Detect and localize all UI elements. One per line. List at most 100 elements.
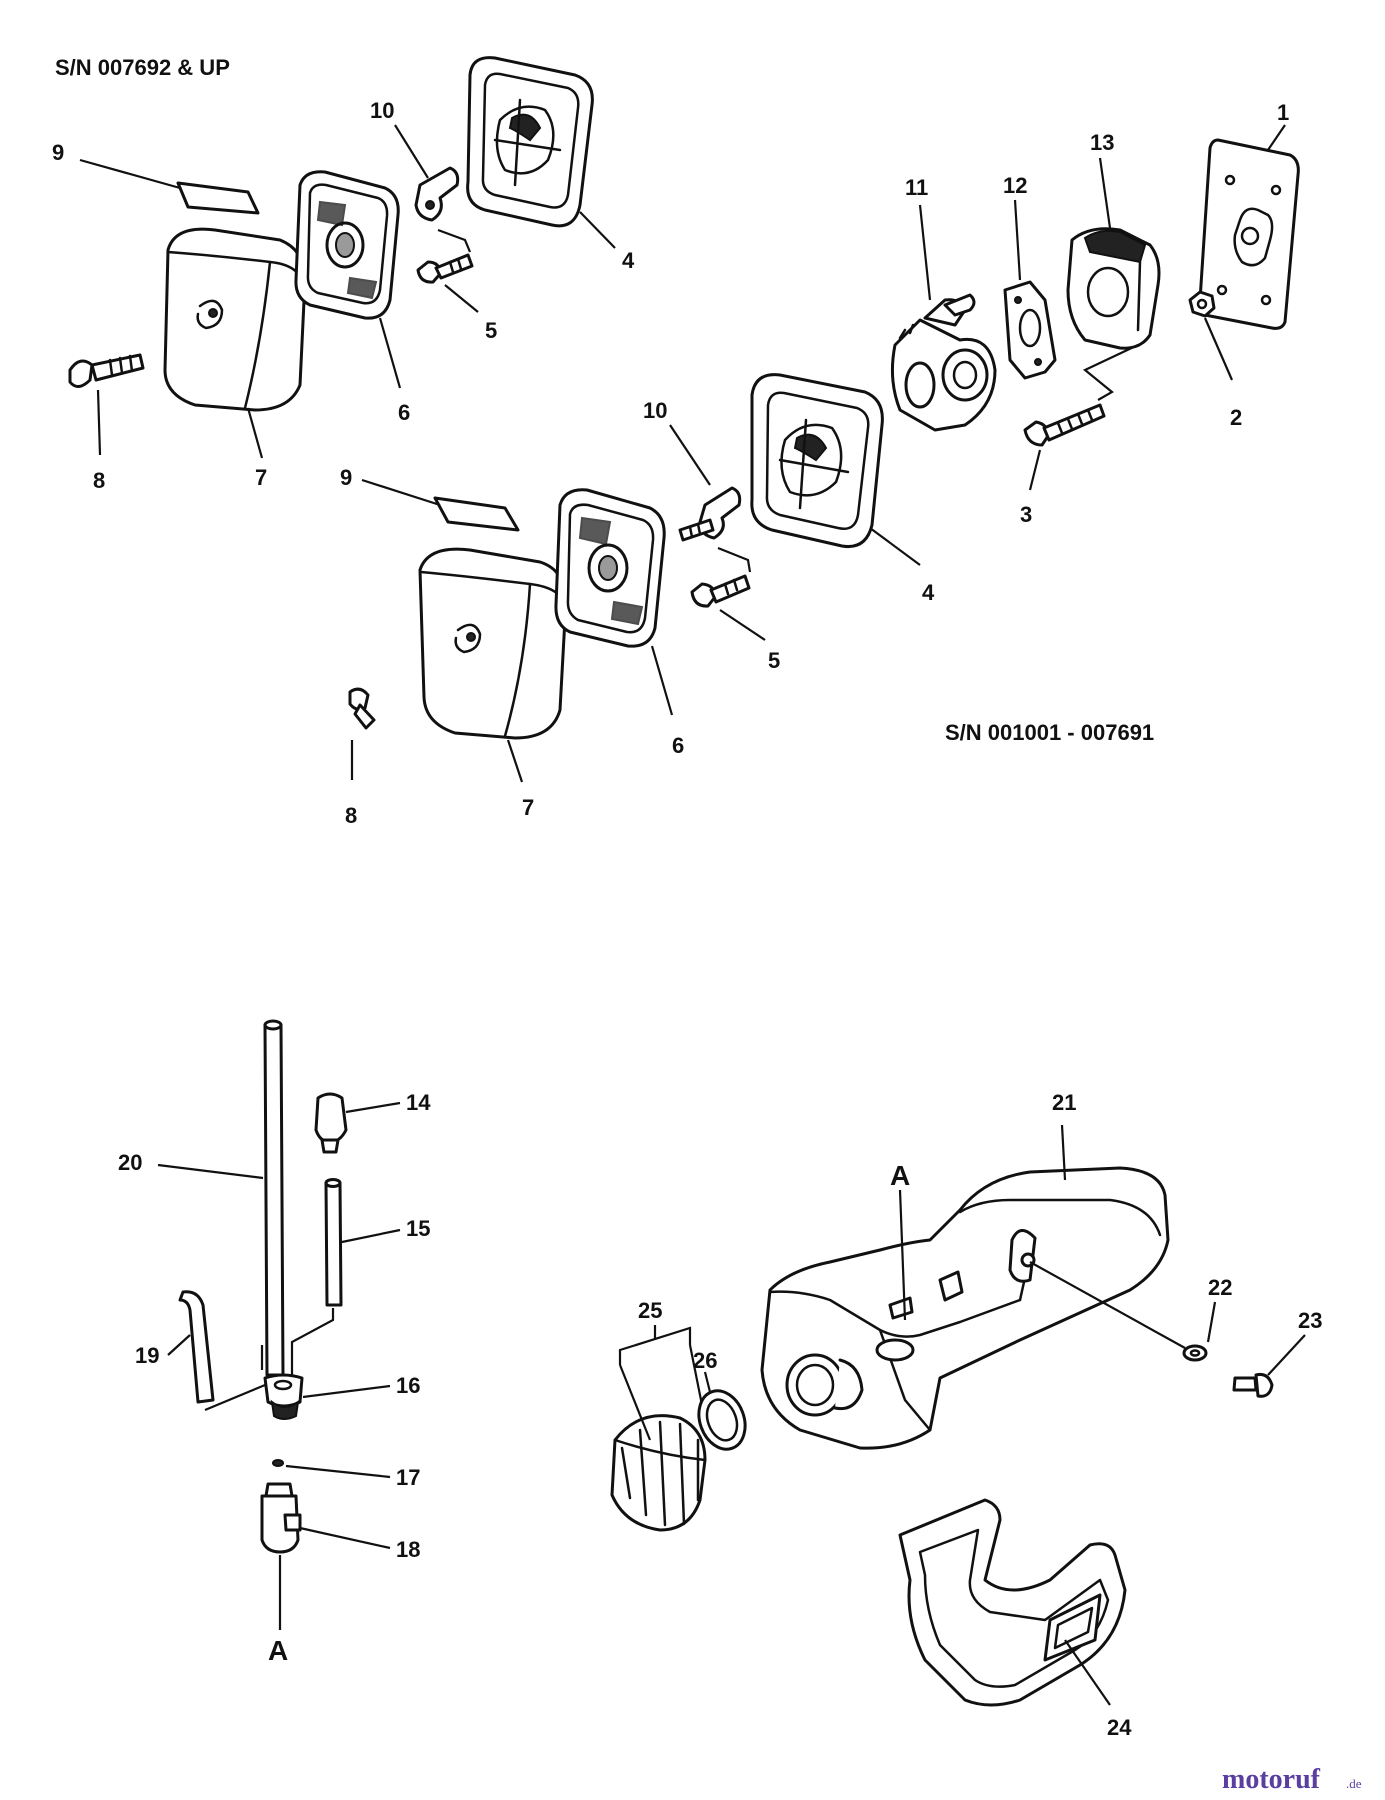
- filter-pad-lower: [433, 496, 520, 532]
- leader-10-upper: [394, 124, 429, 179]
- callout-4-lower: 4: [922, 580, 935, 605]
- leader-17: [285, 1464, 391, 1479]
- callout-4-upper: 4: [622, 248, 635, 273]
- fuel-line-short: [324, 1178, 343, 1307]
- marker-a-top: A: [890, 1160, 910, 1191]
- leader-16: [302, 1384, 391, 1399]
- leader-8-upper: [96, 389, 102, 456]
- leader-22-axis: [1029, 1261, 1186, 1349]
- carburetor: [890, 293, 997, 432]
- leader-2: [1203, 317, 1234, 381]
- leader-14: [345, 1101, 401, 1114]
- fuel-line-long: [263, 1019, 285, 1377]
- bracket-lower: [678, 486, 742, 542]
- callout-22: 22: [1208, 1275, 1232, 1300]
- leader-3: [1028, 449, 1042, 491]
- callout-21: 21: [1052, 1090, 1076, 1115]
- filter-pad-upper: [176, 181, 260, 215]
- serial-label-lower: S/N 001001 - 007691: [945, 720, 1154, 745]
- watermark: motoruf .de: [1222, 1764, 1362, 1795]
- fuel-connection-lines: [204, 1308, 335, 1412]
- cylinder-gasket: [1198, 138, 1300, 330]
- serial-label-upper: S/N 007692 & UP: [55, 55, 230, 80]
- callout-10-lower: 10: [643, 398, 667, 423]
- callout-9-upper: 9: [52, 140, 64, 165]
- callout-3: 3: [1020, 502, 1032, 527]
- fuel-cap: [610, 1414, 707, 1532]
- filter-cover-lower: [418, 547, 568, 740]
- callout-23: 23: [1298, 1308, 1322, 1333]
- leader-23: [1267, 1334, 1306, 1376]
- callout-18: 18: [396, 1537, 420, 1562]
- screw-upper: [416, 253, 474, 284]
- callout-20: 20: [118, 1150, 142, 1175]
- leader-10-lower: [669, 424, 711, 486]
- washer: [1182, 1344, 1208, 1362]
- wing-nut-lower: [348, 687, 376, 730]
- leader-22: [1206, 1301, 1217, 1343]
- callout-26: 26: [693, 1348, 717, 1373]
- leader-3-a: [1082, 344, 1139, 401]
- callout-5-lower: 5: [768, 648, 780, 673]
- leader-4-upper: [579, 211, 616, 249]
- wing-screw-upper: [68, 353, 145, 388]
- tank-bolt: [1232, 1373, 1274, 1398]
- leader-a-top: [898, 1189, 907, 1321]
- callout-9-lower: 9: [340, 465, 352, 490]
- leader-25-bracket: [618, 1325, 692, 1365]
- bracket-upper: [414, 166, 460, 222]
- callout-11: 11: [905, 175, 928, 200]
- leader-9-lower: [361, 478, 441, 507]
- callout-5-upper: 5: [485, 318, 497, 343]
- tank-bracket: [898, 1498, 1127, 1707]
- watermark-suffix: .de: [1346, 1776, 1362, 1791]
- callout-17: 17: [396, 1465, 420, 1490]
- callout-2: 2: [1230, 405, 1242, 430]
- callout-10-upper: 10: [370, 98, 394, 123]
- leader-5-upper: [444, 284, 479, 313]
- leader-24: [1064, 1639, 1111, 1706]
- filter-element-lower: [554, 488, 666, 648]
- callout-25: 25: [638, 1298, 662, 1323]
- leader-15: [341, 1228, 401, 1244]
- leader-18: [299, 1526, 391, 1550]
- leader-19: [167, 1334, 191, 1356]
- filter-cover-upper: [163, 227, 307, 412]
- fuel-tank: [760, 1166, 1170, 1450]
- nut: [1188, 290, 1216, 318]
- callout-24: 24: [1107, 1715, 1132, 1740]
- carburetor-adapter: [1066, 227, 1161, 350]
- leader-5-lower-a: [717, 546, 752, 573]
- leader-20: [157, 1163, 264, 1180]
- fuel-filter: [260, 1482, 302, 1554]
- cap-gasket: [697, 1389, 747, 1451]
- callout-16: 16: [396, 1373, 420, 1398]
- leader-21: [1060, 1124, 1067, 1181]
- callout-13: 13: [1090, 130, 1114, 155]
- grommet: [263, 1373, 304, 1420]
- callout-8-upper: 8: [93, 468, 105, 493]
- leader-11: [918, 204, 932, 301]
- leader-13: [1098, 157, 1112, 229]
- leader-5-lower: [719, 609, 766, 641]
- filter-element-upper: [294, 170, 400, 320]
- leader-4-lower: [869, 527, 921, 566]
- callout-8-lower: 8: [345, 803, 357, 828]
- fuel-clip: [272, 1459, 284, 1467]
- callout-6-upper: 6: [398, 400, 410, 425]
- filter-base-upper: [466, 56, 594, 228]
- callout-15: 15: [406, 1216, 430, 1241]
- carburetor-gasket: [1003, 280, 1057, 380]
- callout-7-lower: 7: [522, 795, 534, 820]
- filter-base-lower: [750, 373, 884, 549]
- callout-19: 19: [135, 1343, 159, 1368]
- return-hose: [178, 1290, 215, 1404]
- callout-12: 12: [1003, 173, 1027, 198]
- primer-bulb: [314, 1092, 348, 1154]
- leader-5-upper-a: [437, 228, 472, 253]
- callout-6-lower: 6: [672, 733, 684, 758]
- long-screw: [1023, 403, 1106, 447]
- leader-26: [703, 1371, 712, 1393]
- screw-lower: [690, 574, 751, 608]
